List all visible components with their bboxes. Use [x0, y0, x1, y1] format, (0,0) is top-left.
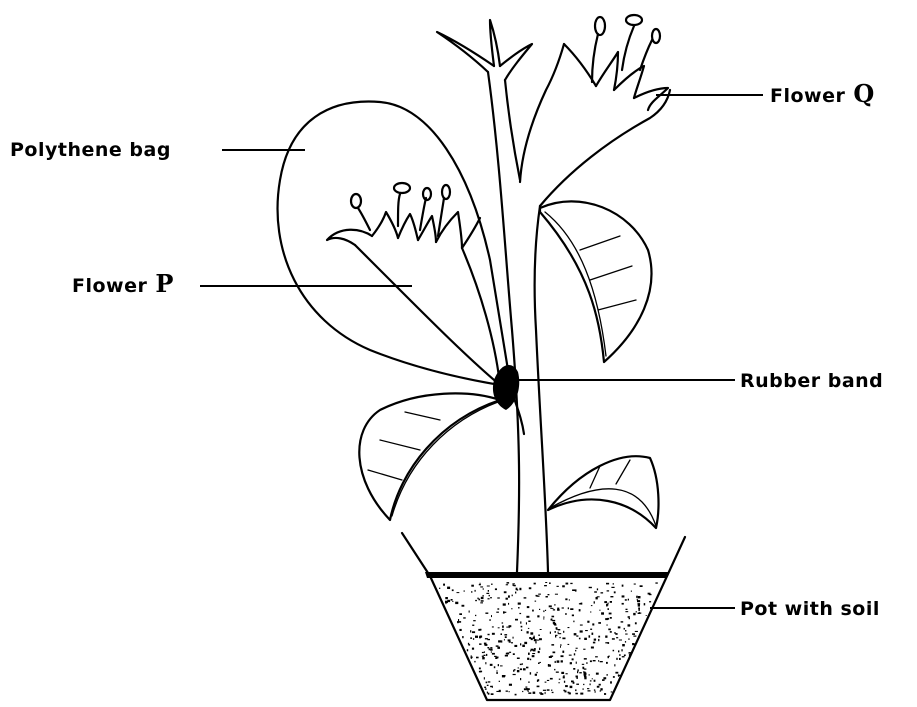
- leaf-upper-right: [540, 201, 651, 362]
- label-flower-p-word: Flower: [72, 275, 147, 297]
- label-polythene-bag: Polythene bag: [10, 139, 171, 161]
- label-flower-q: Flower Q: [770, 79, 874, 108]
- leaf-lower-left: [359, 392, 524, 520]
- label-flower-q-word: Flower: [770, 85, 845, 107]
- label-flower-p-letter: P: [155, 269, 173, 298]
- label-pot-with-soil: Pot with soil: [740, 598, 880, 620]
- label-rubber-band: Rubber band: [740, 370, 883, 392]
- flower-p: [327, 183, 500, 385]
- pot: [402, 533, 685, 700]
- label-flower-q-letter: Q: [853, 79, 874, 108]
- stem: [437, 20, 548, 572]
- leaf-lower-right: [548, 456, 658, 528]
- flower-q: [520, 15, 670, 206]
- label-flower-p: Flower P: [72, 269, 173, 298]
- polythene-bag: [278, 102, 508, 385]
- soil-texture: [439, 582, 658, 695]
